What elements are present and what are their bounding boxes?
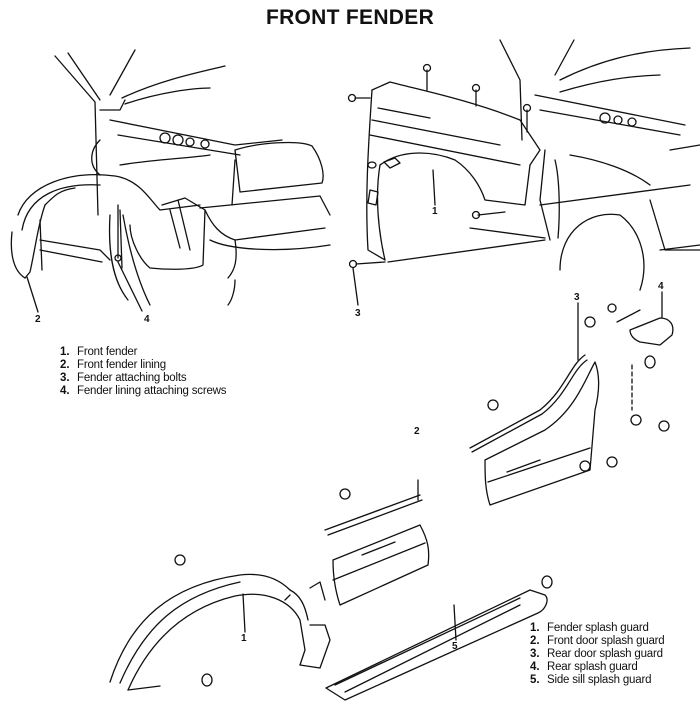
callout-5-side-sill-splash: 5 xyxy=(452,641,458,652)
right-figure xyxy=(347,39,700,306)
legend-item: 1.Fender splash guard xyxy=(530,622,649,634)
callout-1-fender-splash: 1 xyxy=(241,633,247,644)
callout-1-fender: 1 xyxy=(432,206,438,217)
legend-splash-guards: 1.Fender splash guard 2.Front door splas… xyxy=(530,622,665,687)
legend-item: 4.Fender lining attaching screws xyxy=(60,385,227,397)
splash-guard-figure xyxy=(109,291,674,701)
legend-item: 2.Front door splash guard xyxy=(530,635,665,647)
diagram-title: FRONT FENDER xyxy=(265,6,435,29)
legend-fender-parts: 1.Front fender 2.Front fender lining 3.F… xyxy=(60,346,227,398)
legend-item: 5.Side sill splash guard xyxy=(530,674,652,686)
callout-4-screws: 4 xyxy=(144,314,150,325)
legend-item: 3.Rear door splash guard xyxy=(530,648,663,660)
legend-item: 4.Rear splash guard xyxy=(530,661,638,673)
callout-3-rear-door-splash: 3 xyxy=(574,292,580,303)
callout-2-front-door-splash: 2 xyxy=(414,426,420,437)
legend-item: 3.Fender attaching bolts xyxy=(60,372,187,384)
callout-2-lining: 2 xyxy=(35,314,41,325)
legend-item: 1.Front fender xyxy=(60,346,138,358)
legend-item: 2.Front fender lining xyxy=(60,359,166,371)
callout-4-rear-splash: 4 xyxy=(658,281,664,292)
callout-3-bolts: 3 xyxy=(355,308,361,319)
left-figure xyxy=(10,49,331,313)
